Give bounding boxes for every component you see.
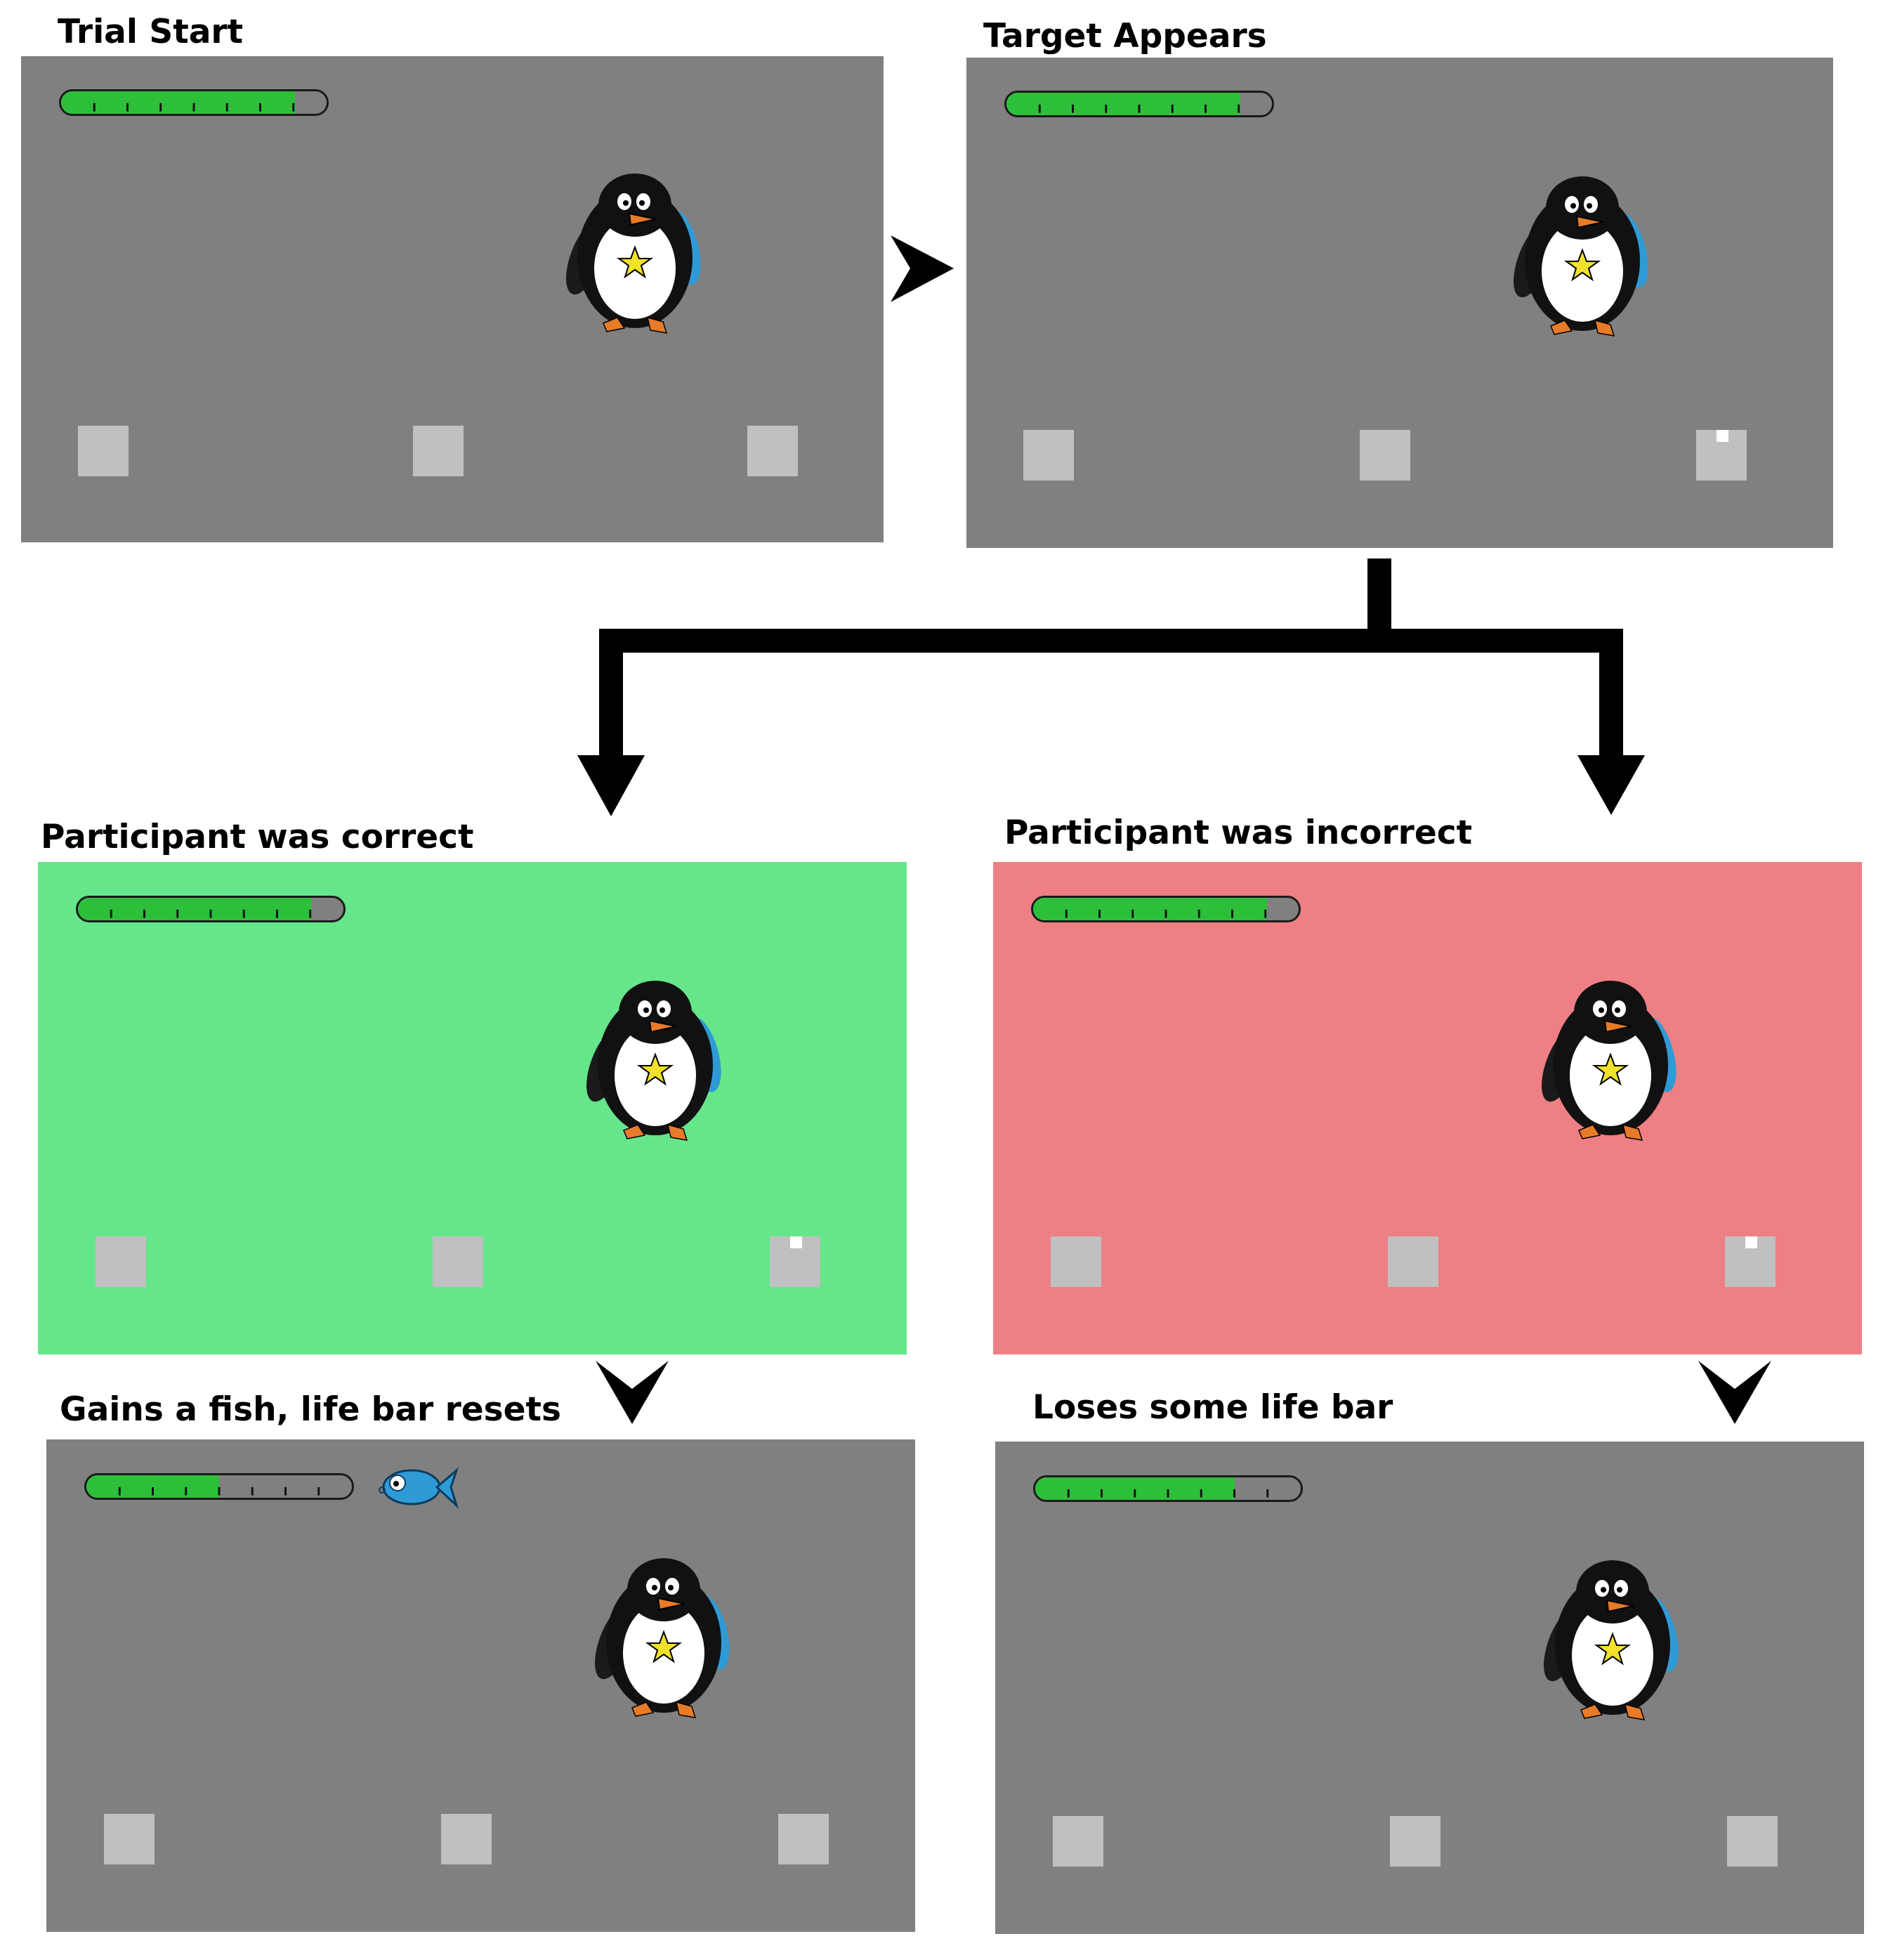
panel-title-gains-fish: Gains a fish, life bar resets xyxy=(60,1390,561,1429)
life-bar-ticks xyxy=(1068,1489,1269,1498)
panel-title-incorrect: Participant was incorrect xyxy=(1004,814,1473,852)
screen-incorrect xyxy=(992,861,1863,1356)
life-bar xyxy=(1033,1475,1304,1502)
response-box-3 xyxy=(777,1813,829,1864)
penguin-icon xyxy=(593,1548,734,1723)
response-box-2 xyxy=(1387,1236,1438,1287)
response-box-1 xyxy=(103,1813,155,1864)
arrow-trial-to-target xyxy=(891,235,954,302)
response-box-3 xyxy=(1724,1236,1776,1287)
arrow-to-correct xyxy=(577,755,645,816)
target-dot xyxy=(789,1236,802,1248)
response-box-3 xyxy=(1696,430,1747,481)
branch-left-leg xyxy=(599,629,623,773)
fish-icon xyxy=(375,1462,459,1511)
arrow-incorrect-to-loss xyxy=(1698,1361,1771,1424)
response-box-2 xyxy=(1389,1815,1441,1867)
penguin-icon xyxy=(1512,166,1653,341)
life-bar-ticks xyxy=(110,909,312,918)
life-bar-fill xyxy=(1033,897,1268,920)
response-box-3 xyxy=(769,1236,820,1287)
response-box-1 xyxy=(78,425,129,476)
life-bar-fill xyxy=(1006,93,1240,116)
response-box-1 xyxy=(1050,1236,1101,1287)
response-box-2 xyxy=(440,1813,492,1864)
life-bar-ticks xyxy=(1039,105,1240,114)
penguin-icon xyxy=(1540,970,1681,1146)
life-bar xyxy=(59,89,329,117)
target-dot xyxy=(1717,430,1729,443)
response-box-2 xyxy=(432,1236,483,1287)
response-box-3 xyxy=(747,425,798,476)
arrow-correct-to-fish xyxy=(596,1361,669,1424)
panel-title-loses-life: Loses some life bar xyxy=(1032,1388,1393,1427)
life-bar xyxy=(1031,895,1301,922)
life-bar-fill xyxy=(78,897,313,920)
screen-gains-fish xyxy=(45,1438,917,1933)
response-box-1 xyxy=(95,1236,146,1287)
response-box-2 xyxy=(412,425,464,476)
response-box-2 xyxy=(1360,430,1411,481)
life-bar-ticks xyxy=(1065,909,1267,918)
life-bar-ticks xyxy=(93,103,295,112)
panel-title-target-appears: Target Appears xyxy=(983,17,1267,55)
branch-right-leg xyxy=(1599,629,1623,773)
penguin-icon xyxy=(1542,1550,1683,1725)
screen-target-appears xyxy=(965,56,1835,549)
panel-title-trial-start: Trial Start xyxy=(58,13,244,51)
branch-bar xyxy=(599,629,1623,653)
response-box-1 xyxy=(1023,430,1075,481)
panel-title-correct: Participant was correct xyxy=(41,818,474,856)
arrow-to-incorrect xyxy=(1577,755,1645,815)
response-box-3 xyxy=(1726,1815,1778,1867)
target-dot xyxy=(1745,1236,1757,1248)
life-bar xyxy=(84,1472,355,1500)
penguin-icon xyxy=(565,163,705,339)
life-bar xyxy=(76,895,346,922)
screen-correct xyxy=(37,861,908,1356)
life-bar-fill xyxy=(61,91,295,115)
branch-stem xyxy=(1367,558,1391,641)
response-box-1 xyxy=(1052,1815,1103,1867)
life-bar xyxy=(1004,91,1275,118)
penguin-icon xyxy=(585,970,726,1146)
screen-loses-life xyxy=(994,1440,1865,1935)
screen-trial-start xyxy=(20,55,885,544)
life-bar-ticks xyxy=(119,1487,320,1496)
